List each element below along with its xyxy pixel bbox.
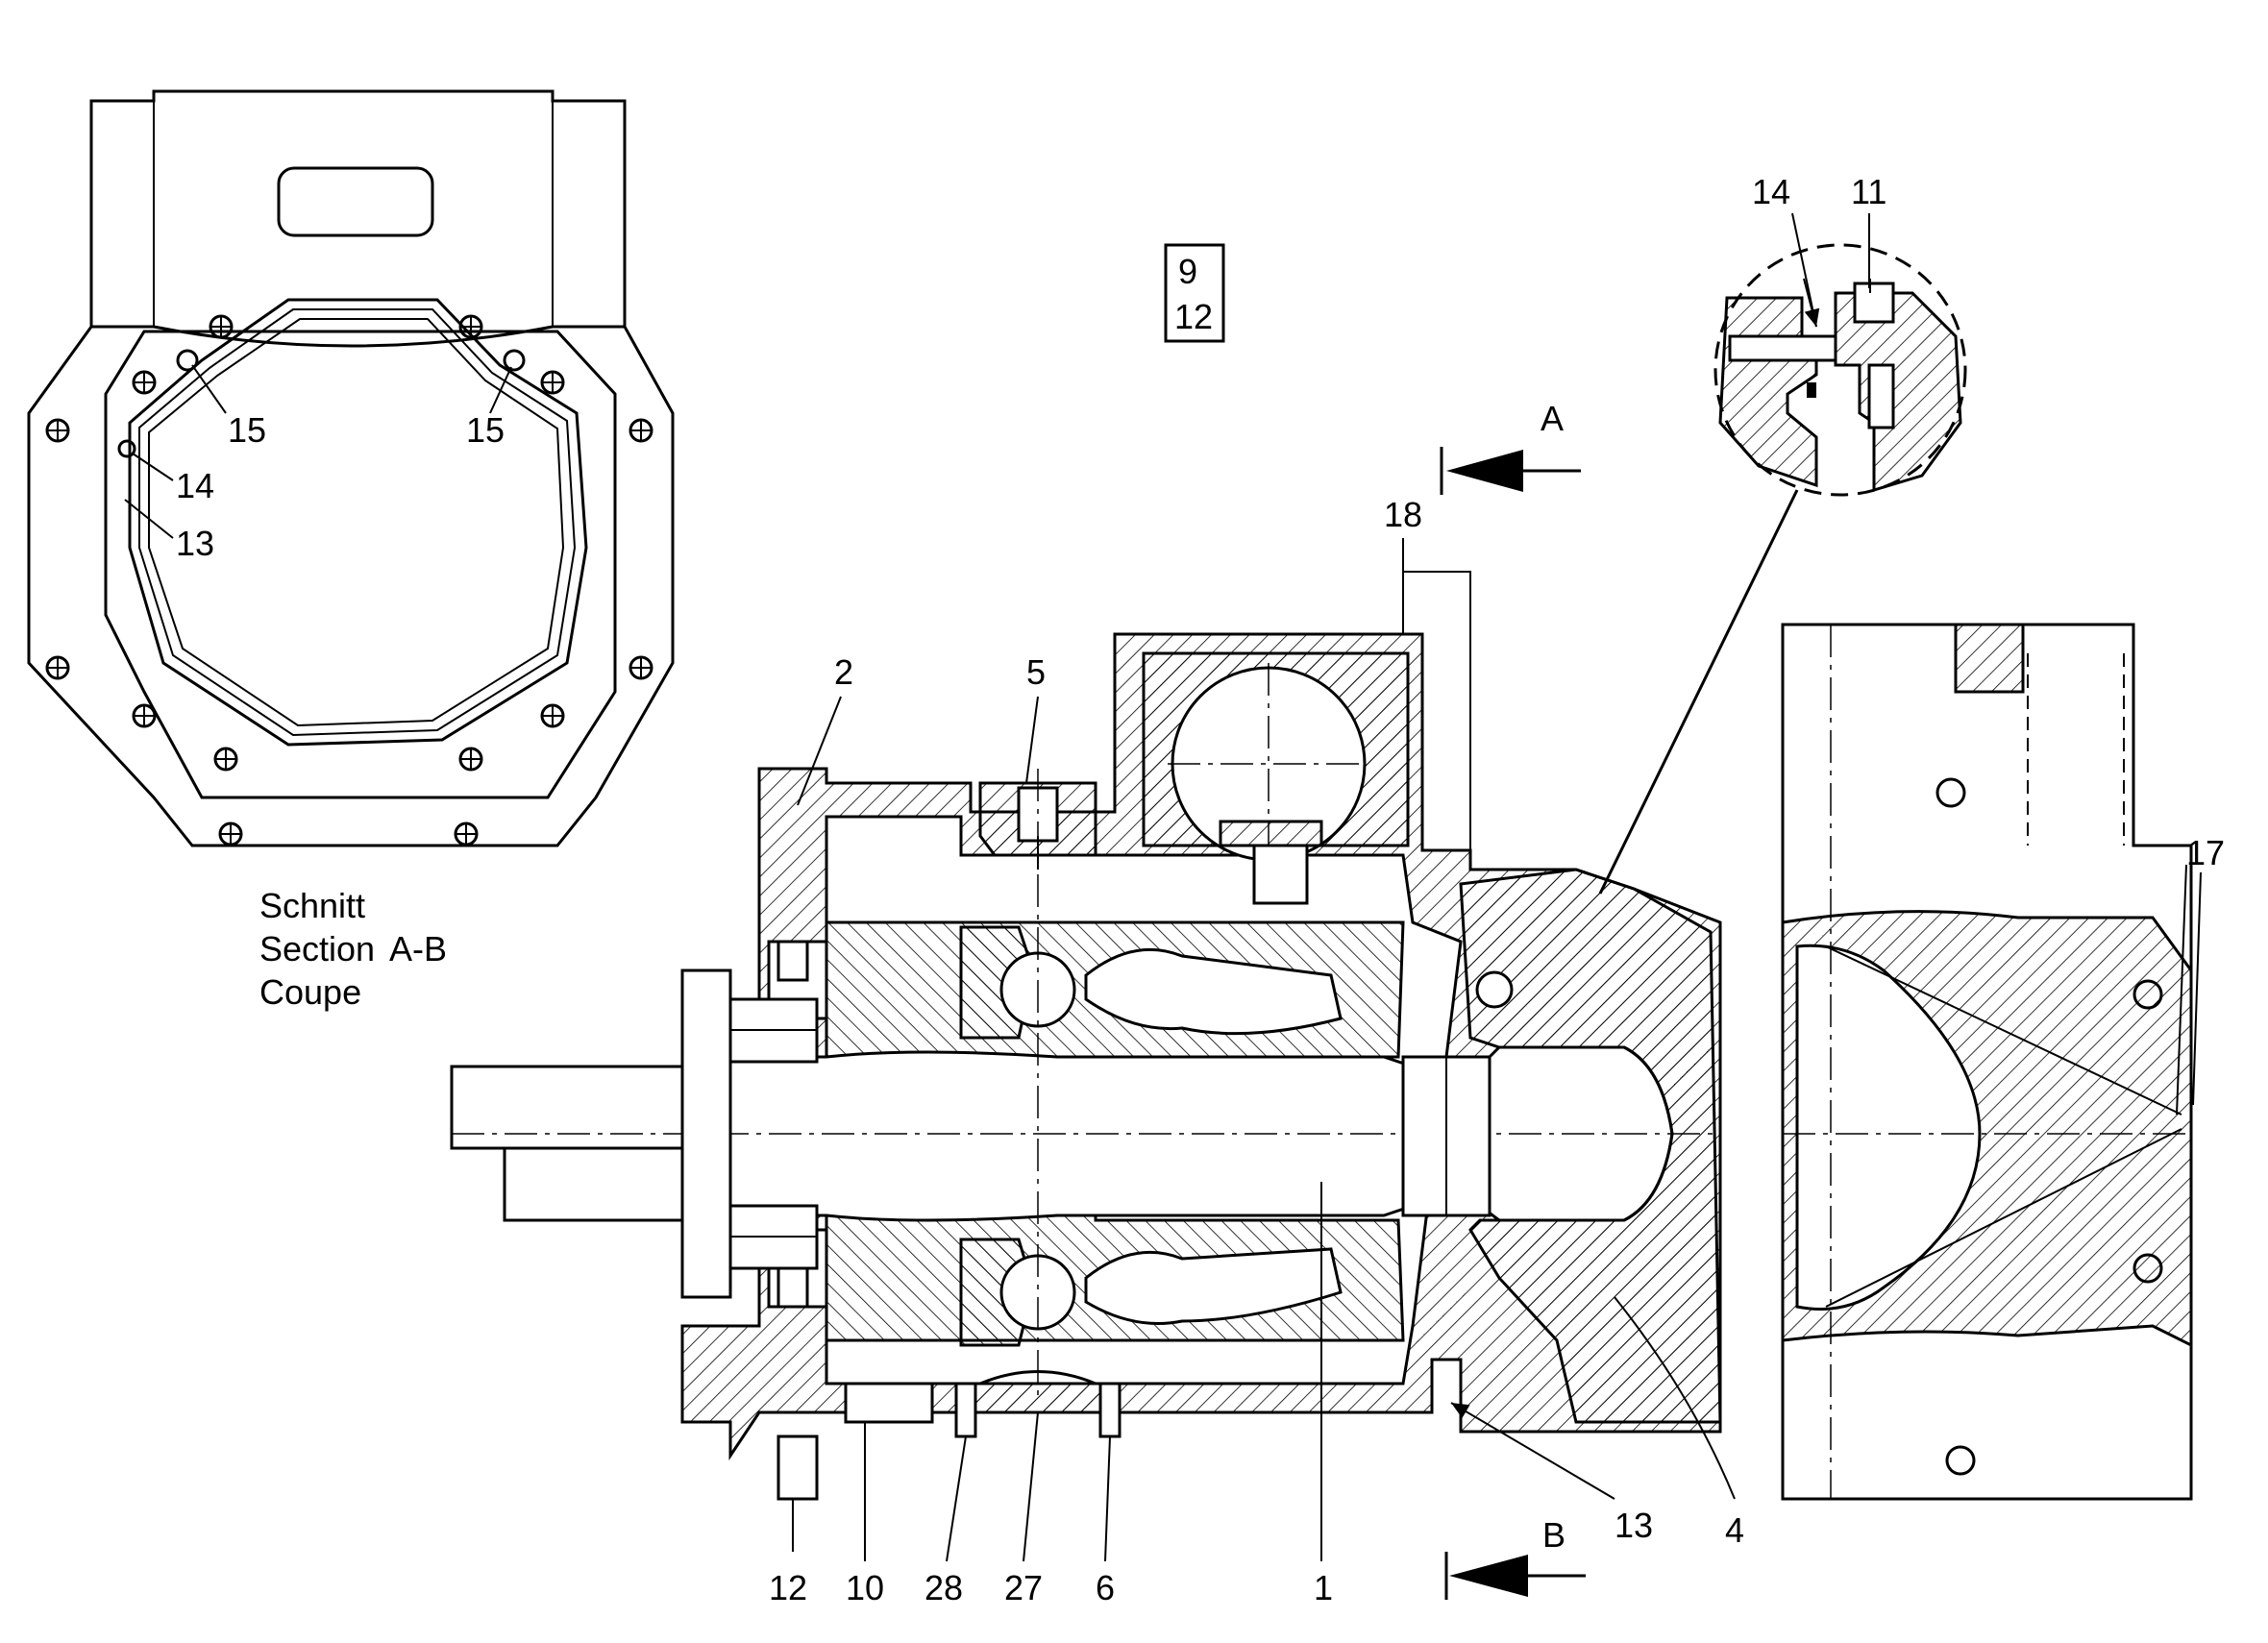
- caption-section: Section: [259, 929, 375, 969]
- callout-28: 28: [924, 1568, 963, 1607]
- right-section-view: [1781, 623, 2193, 1501]
- callout-10: 10: [846, 1568, 884, 1607]
- callout-13-left: 13: [176, 524, 214, 563]
- callout-12: 12: [769, 1568, 807, 1607]
- callout-5: 5: [1026, 652, 1046, 692]
- caption-schnitt: Schnitt: [259, 886, 365, 925]
- callout-13: 13: [1615, 1506, 1653, 1545]
- callout-1: 1: [1314, 1568, 1333, 1607]
- note-box-12: 12: [1174, 297, 1213, 336]
- bolt-holes: [45, 314, 653, 846]
- callout-15-right: 15: [466, 410, 505, 450]
- caption-coupe: Coupe: [259, 972, 361, 1012]
- callout-27: 27: [1004, 1568, 1043, 1607]
- callout-4: 4: [1725, 1510, 1744, 1550]
- section-marker-a: A: [1440, 399, 1581, 495]
- caption-ab: A-B: [389, 929, 447, 969]
- note-box: 9 12: [1164, 243, 1225, 343]
- callout-leaders: [792, 696, 2202, 1562]
- callout-14-detail: 14: [1752, 172, 1790, 211]
- callout-15-left: 15: [228, 410, 266, 450]
- note-box-9: 9: [1178, 252, 1197, 291]
- callout-14-left: 14: [176, 466, 214, 505]
- callout-11-detail: 11: [1851, 172, 1886, 211]
- detail-view: 14 11: [1598, 172, 1967, 895]
- section-marker-b: B: [1444, 1515, 1586, 1600]
- callout-2: 2: [834, 652, 853, 692]
- callout-17: 17: [2186, 833, 2225, 872]
- marker-a-label: A: [1541, 399, 1564, 438]
- section-ab-view: 15 15 14 13 Schnitt Section A-B Coupe: [27, 89, 675, 1012]
- main-section-view: [450, 538, 1722, 1501]
- marker-b-label: B: [1542, 1515, 1565, 1555]
- callout-18: 18: [1384, 495, 1422, 534]
- callout-6: 6: [1096, 1568, 1115, 1607]
